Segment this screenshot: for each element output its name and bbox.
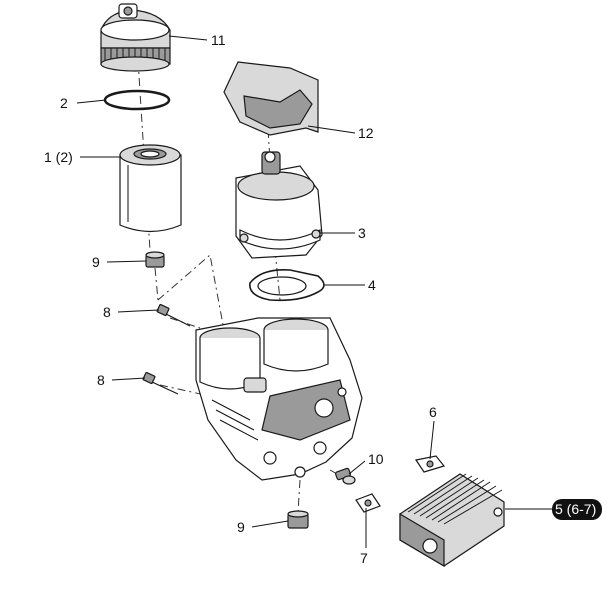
leader-lines <box>76 35 552 548</box>
filter-housing-part <box>235 151 323 259</box>
label-gasket-6: 6 <box>429 404 437 420</box>
label-drain-plug-lower: 9 <box>237 519 245 535</box>
label-fitting: 10 <box>368 451 384 467</box>
part-labels: 11 2 1 (2) 9 12 3 4 8 8 10 6 7 9 5 (6-7) <box>44 32 602 566</box>
filter-element-part <box>119 144 182 233</box>
gasket-6-part <box>415 455 446 473</box>
label-heat-shield: 12 <box>358 125 374 141</box>
heat-shield-part <box>223 61 319 136</box>
label-oil-cooler-badge <box>552 499 602 520</box>
filter-cap-part <box>100 3 171 72</box>
label-filter-element: 1 (2) <box>44 149 73 165</box>
fitting-part <box>335 467 356 485</box>
bolt-lower-part <box>142 371 179 395</box>
o-ring-part <box>103 89 171 111</box>
label-gasket-7: 7 <box>360 550 368 566</box>
bolt-upper-part <box>156 303 191 327</box>
label-o-ring: 2 <box>60 95 68 111</box>
label-drain-plug-upper: 9 <box>92 254 100 270</box>
drain-plug-lower-part <box>287 510 309 529</box>
main-module-body <box>195 317 363 481</box>
gasket-part <box>249 268 325 302</box>
label-gasket: 4 <box>368 277 376 293</box>
label-bolt-upper: 8 <box>103 304 111 320</box>
label-oil-cooler: 5 (6-7) <box>555 501 596 517</box>
oil-cooler-part <box>399 473 505 568</box>
label-filter-cap: 11 <box>211 32 226 48</box>
label-bolt-lower: 8 <box>97 372 105 388</box>
gasket-7-part <box>355 493 381 513</box>
drain-plug-upper-part <box>145 251 165 268</box>
label-housing: 3 <box>358 225 366 241</box>
